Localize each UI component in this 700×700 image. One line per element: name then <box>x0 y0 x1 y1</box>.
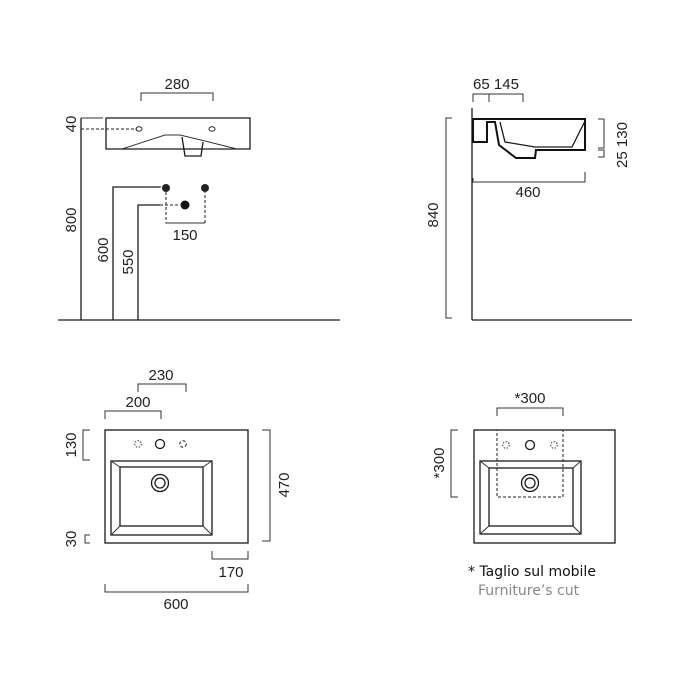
dim-bracket-230 <box>137 383 187 392</box>
basin-front-outline <box>105 117 251 150</box>
bowl-inner <box>488 467 574 527</box>
basin-drain-outlet <box>181 136 204 157</box>
optional-tap-hole-icon <box>502 441 510 449</box>
furniture-cut-outline <box>496 429 564 498</box>
dim-65-145: 65 145 <box>473 76 519 93</box>
drain-icon <box>180 200 190 210</box>
dim-bracket-280 <box>140 92 214 101</box>
bowl-inner <box>119 466 204 527</box>
dim-550: 550 <box>120 249 137 274</box>
optional-tap-hole-icon <box>550 441 558 449</box>
dim-170: 170 <box>218 564 243 581</box>
side-elevation-view: 840 65 145 460 25 130 <box>425 76 632 321</box>
dim-600: 600 <box>163 596 188 613</box>
tap-hole-icon <box>154 438 166 450</box>
furniture-cut-view: *300 *300 * Taglio sul mobile Furniture’… <box>431 390 616 599</box>
dim-25-130: 25 130 <box>614 122 631 168</box>
cut-note-english: Furniture’s cut <box>478 583 580 599</box>
dim-bracket-170 <box>211 551 249 560</box>
tap-hole-icon <box>135 126 143 132</box>
dim-cut-depth: *300 <box>431 448 448 479</box>
dim-bracket-cut-depth <box>450 429 458 498</box>
dim-bracket-840 <box>445 117 452 319</box>
dim-150: 150 <box>172 227 197 244</box>
optional-tap-hole-icon <box>179 440 187 448</box>
bowl-corner-lines <box>110 460 213 536</box>
dim-600: 600 <box>95 237 112 262</box>
dim-bracket-200 <box>104 410 162 419</box>
bowl-outer <box>479 460 582 535</box>
dim-130: 130 <box>63 432 80 457</box>
dim-bracket-130 <box>82 429 90 461</box>
bowl-outer <box>110 460 213 536</box>
dim-line-600 <box>112 186 160 320</box>
basin-top-outline <box>104 429 249 544</box>
dim-800: 800 <box>63 207 80 232</box>
tap-hole-icon <box>524 439 536 451</box>
dim-bracket-470 <box>262 429 271 542</box>
water-supply-icon <box>162 184 170 192</box>
front-elevation-view: 280 40 800 150 600 550 <box>58 76 340 321</box>
dim-470: 470 <box>276 472 293 497</box>
dim-840: 840 <box>425 202 442 227</box>
dim-bracket-cut-width <box>496 407 564 416</box>
basin-bowl-profile <box>499 120 586 148</box>
dim-bracket-65-145 <box>472 93 524 102</box>
drain-inner-icon <box>524 477 536 489</box>
dim-460: 460 <box>515 184 540 201</box>
basin-profile <box>472 118 586 159</box>
water-supply-icon <box>201 184 209 192</box>
dim-line-550 <box>137 204 160 320</box>
basin-bowl-line <box>121 134 238 150</box>
drain-outer-icon <box>150 473 170 493</box>
dim-bracket-460 <box>472 172 586 183</box>
bowl-corner-lines <box>479 460 582 535</box>
dim-cut-width: *300 <box>515 390 546 407</box>
tap-hole-icon <box>208 126 216 132</box>
dim-bracket-600 <box>104 584 249 593</box>
optional-tap-hole-icon <box>134 440 142 448</box>
drain-outer-icon <box>520 473 540 493</box>
cut-note-italian: * Taglio sul mobile <box>468 564 596 580</box>
dim-bracket-25-130 <box>598 118 605 158</box>
drain-inner-icon <box>154 477 166 489</box>
top-plan-view: 230 200 130 30 470 170 600 <box>63 367 293 613</box>
dim-230: 230 <box>148 367 173 384</box>
dim-280: 280 <box>164 76 189 93</box>
dim-bracket-30 <box>84 534 90 544</box>
dim-30: 30 <box>63 531 80 548</box>
dim-40: 40 <box>63 116 80 133</box>
dim-200: 200 <box>125 394 150 411</box>
